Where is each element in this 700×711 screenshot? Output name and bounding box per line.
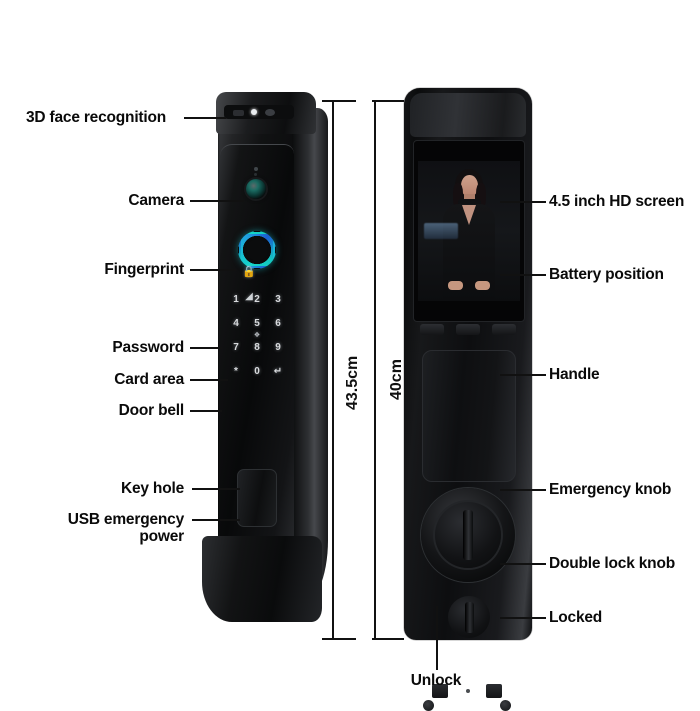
portrait-collar — [458, 199, 481, 206]
label-locked: Locked — [549, 609, 603, 626]
keyhole-usb-cover[interactable] — [237, 469, 277, 527]
key-2[interactable]: 2 — [254, 294, 260, 305]
center-pin-icon — [466, 689, 470, 693]
dim-rear-top-cap — [372, 100, 404, 102]
label-usb-emergency-power: USB emergency power — [67, 511, 184, 546]
key-5[interactable]: 5 — [254, 318, 260, 329]
portrait-hand-left — [448, 281, 463, 290]
leader-fingerprint — [190, 269, 236, 271]
key-9[interactable]: 9 — [275, 342, 281, 353]
label-camera: Camera — [128, 192, 184, 209]
battery-slot-3 — [492, 324, 516, 335]
key-1[interactable]: 1 — [233, 294, 239, 305]
portrait-hair-right — [476, 183, 486, 209]
key-6[interactable]: 6 — [275, 318, 281, 329]
battery-slot-1 — [420, 324, 444, 335]
device-front-view: 1 2 3 4 5 6 7 8 9 * 0 ↵ ❖ 🔒 ◢ — [196, 92, 336, 637]
camera-module — [234, 161, 280, 217]
label-emergency-knob: Emergency knob — [549, 481, 672, 498]
double-lock-knob-slot — [465, 602, 474, 633]
locked-bolt — [486, 684, 502, 698]
label-unlock: Unlock — [410, 672, 462, 689]
lock-icon: 🔒 — [242, 266, 256, 278]
label-card-area: Card area — [114, 371, 184, 388]
dim-front-line — [332, 100, 334, 640]
dim-rear-label: 40cm — [388, 359, 405, 400]
fingerprint-reader-center — [246, 239, 268, 261]
key-enter[interactable]: ↵ — [273, 366, 283, 377]
nfc-icon: ◢ — [245, 291, 253, 302]
card-area-icon: ❖ — [253, 332, 261, 339]
unlock-bolt — [432, 684, 448, 698]
key-4[interactable]: 4 — [233, 318, 239, 329]
camera-icon — [246, 179, 266, 199]
leader-key-hole — [192, 488, 240, 490]
front-foot — [202, 536, 322, 622]
leader-double-lock-knob — [500, 563, 546, 565]
screw-right-icon — [500, 700, 511, 711]
label-hd-screen: 4.5 inch HD screen — [549, 193, 685, 210]
keypad[interactable]: 1 2 3 4 5 6 7 8 9 * 0 ↵ ❖ — [228, 293, 286, 411]
rear-top-cap — [410, 93, 526, 137]
leader-emergency-knob — [500, 489, 546, 491]
key-star[interactable]: * — [234, 366, 238, 377]
portrait-hair-left — [453, 183, 463, 209]
leader-handle — [500, 374, 546, 376]
leader-battery-position — [500, 274, 546, 276]
battery-slot-2 — [456, 324, 480, 335]
key-8[interactable]: 8 — [254, 342, 260, 353]
hd-screen-display[interactable] — [418, 161, 520, 301]
leader-locked — [500, 617, 546, 619]
dim-rear-line — [374, 100, 376, 640]
key-3[interactable]: 3 — [275, 294, 281, 305]
leader-camera — [190, 200, 244, 202]
handle-grip[interactable] — [422, 350, 516, 482]
leader-password — [190, 347, 222, 349]
emergency-knob-slot — [463, 510, 473, 560]
screw-left-icon — [423, 700, 434, 711]
label-battery-position: Battery position — [549, 266, 664, 283]
front-panel: 1 2 3 4 5 6 7 8 9 * 0 ↵ ❖ 🔒 ◢ — [220, 144, 294, 575]
leader-usb-emergency-power — [192, 519, 240, 521]
depth-sensor-icon — [265, 109, 275, 116]
leader-3d-face-recognition — [184, 117, 226, 119]
label-handle: Handle — [549, 366, 600, 383]
dim-front-bottom-cap — [322, 638, 356, 640]
ir-emitter-icon — [251, 109, 257, 115]
leader-unlock — [436, 606, 438, 670]
label-door-bell: Door bell — [118, 402, 185, 419]
leader-hd-screen — [500, 201, 546, 203]
device-rear-view — [404, 88, 532, 711]
mic-dot-icon — [254, 167, 258, 171]
screen-bezel — [413, 140, 525, 322]
dim-rear-bottom-cap — [372, 638, 404, 640]
label-double-lock-knob: Double lock knob — [549, 555, 675, 572]
leader-door-bell — [190, 410, 222, 412]
ir-sensor-icon — [233, 110, 244, 116]
front-side-profile — [292, 108, 328, 608]
label-password: Password — [112, 339, 184, 356]
dim-front-top-cap — [322, 100, 356, 102]
leader-card-area — [190, 379, 228, 381]
face-recognition-module — [216, 92, 316, 134]
key-0[interactable]: 0 — [254, 366, 260, 377]
portrait-face — [461, 175, 478, 197]
label-fingerprint: Fingerprint — [104, 261, 184, 278]
dim-front-label: 43.5cm — [344, 355, 361, 410]
light-sensor-icon — [254, 173, 257, 176]
face-sensor-window — [224, 105, 294, 119]
key-7[interactable]: 7 — [233, 342, 239, 353]
label-key-hole: Key hole — [120, 480, 184, 497]
screen-osd-overlay — [424, 223, 458, 239]
portrait-neck — [464, 194, 475, 202]
label-3d-face-recognition: 3D face recognition — [26, 109, 167, 126]
portrait-hand-right — [475, 281, 490, 290]
fingerprint-reader-icon[interactable] — [238, 231, 276, 269]
